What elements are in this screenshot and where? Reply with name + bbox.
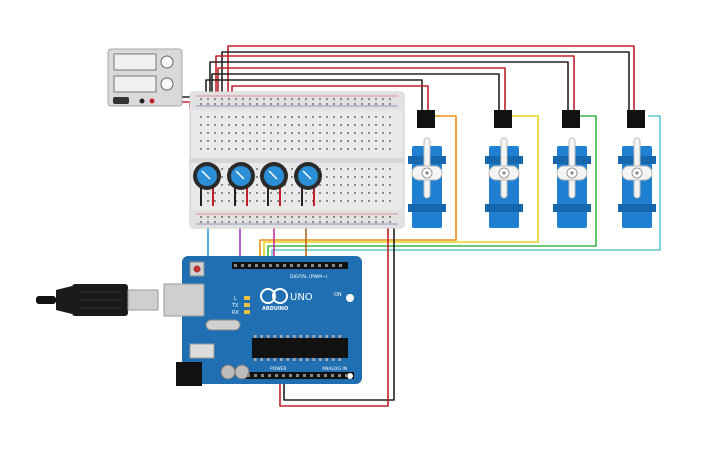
l-label: L — [234, 296, 237, 302]
led-l — [244, 296, 250, 300]
wire-red-servo-4[interactable] — [227, 45, 635, 112]
wire-black-servo-1[interactable] — [205, 79, 423, 112]
voltage-knob[interactable] — [160, 55, 174, 69]
wire-black-servo-3[interactable] — [209, 61, 569, 112]
arduino-logo-icon — [260, 288, 288, 304]
servo-motor-2[interactable] — [485, 110, 523, 228]
wire-yellow-servo-2-signal[interactable] — [263, 115, 539, 262]
mount-hole — [347, 373, 353, 379]
wire-red-servo-3[interactable] — [215, 55, 575, 112]
atmega-chip — [252, 338, 348, 358]
on-label: ON — [334, 292, 342, 298]
wire-black-gnd[interactable] — [283, 222, 395, 401]
potentiometer-1[interactable] — [193, 162, 221, 206]
digital-label: DIGITAL (PWM~) — [290, 274, 328, 280]
wire-orange-servo-1-signal[interactable] — [259, 115, 457, 262]
servos — [408, 110, 656, 228]
potentiometer-4[interactable] — [294, 162, 322, 206]
board-brand: ARDUINO — [262, 306, 288, 312]
power-supply[interactable] — [107, 48, 183, 107]
mount-hole — [346, 294, 354, 302]
servo-motor-1[interactable] — [408, 110, 446, 228]
current-knob[interactable] — [160, 77, 174, 91]
servo-motor-4[interactable] — [618, 110, 656, 228]
wire-cyan-servo-4-signal[interactable] — [271, 115, 661, 262]
led-rx — [244, 310, 250, 314]
wire-red-servo-2[interactable] — [217, 67, 506, 112]
servo-motor-3[interactable] — [553, 110, 591, 228]
power-switch[interactable] — [113, 97, 129, 104]
wire-green-servo-3-signal[interactable] — [267, 115, 597, 262]
usb-port — [163, 283, 205, 317]
tx-label: TX — [231, 303, 239, 309]
potentiometer-3[interactable] — [260, 162, 288, 206]
usb-cable[interactable] — [36, 284, 159, 316]
wire-red-5v[interactable] — [279, 228, 389, 407]
arduino-uno-board[interactable]: L TX RX UNO ARDUINO DIGITAL (PWM~) ANALO… — [163, 256, 362, 386]
potentiometers — [193, 162, 322, 206]
header-pins — [234, 264, 348, 377]
potentiometer-2[interactable] — [227, 162, 255, 206]
wire-black-servo-2[interactable] — [211, 73, 500, 112]
led-tx — [244, 303, 250, 307]
rx-label: RX — [232, 310, 239, 316]
dc-jack — [176, 362, 202, 386]
breadboard[interactable] — [189, 91, 405, 229]
wire-black-servo-4[interactable] — [221, 51, 630, 112]
power-label: POWER — [270, 366, 287, 372]
board-model: UNO — [290, 292, 313, 303]
analog-label: ANALOG IN — [322, 366, 347, 372]
